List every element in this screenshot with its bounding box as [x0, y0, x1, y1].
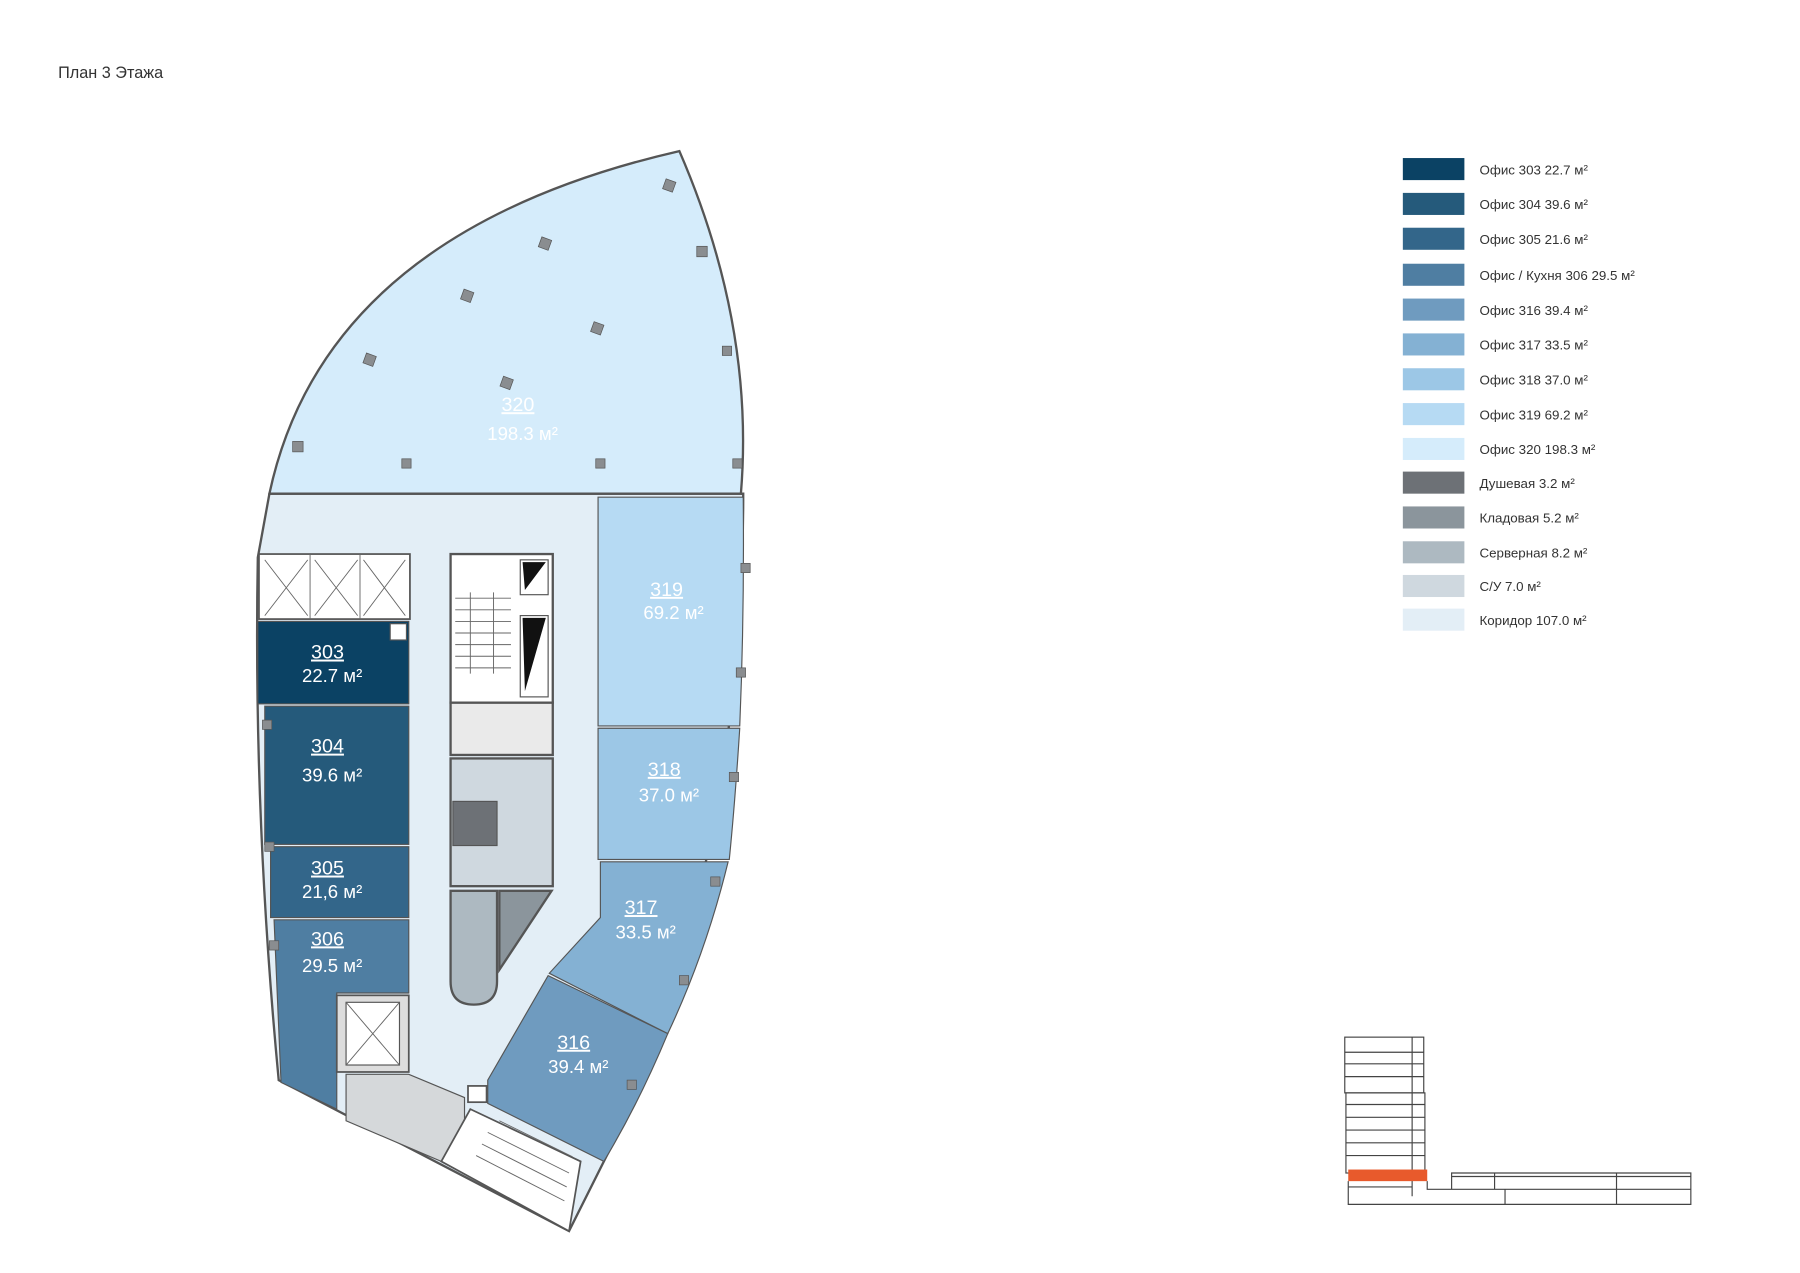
shaft [389, 623, 408, 641]
legend-label: Офис 305 21.6 м² [1479, 232, 1588, 247]
room-318-area: 37.0 м² [639, 784, 699, 805]
legend-swatch [1402, 608, 1465, 631]
legend-label: С/У 7.0 м² [1479, 579, 1541, 594]
server-room [449, 889, 499, 1006]
legend-swatch [1402, 471, 1465, 494]
legend-label: Офис 304 39.6 м² [1479, 197, 1588, 212]
legend-label: Офис 318 37.0 м² [1479, 373, 1588, 388]
room-317-number: 317 [625, 897, 658, 919]
room-319-number: 319 [650, 579, 683, 601]
legend-swatch [1402, 541, 1465, 564]
legend-swatch [1402, 298, 1465, 321]
legend-label: Офис / Кухня 306 29.5 м² [1479, 268, 1635, 283]
legend-swatch [1402, 227, 1465, 250]
room-303-number: 303 [311, 642, 344, 664]
legend-swatch [1402, 263, 1465, 286]
legend-swatch [1402, 437, 1465, 460]
legend-label: Коридор 107.0 м² [1479, 613, 1587, 628]
room-306-number: 306 [311, 928, 344, 950]
columns [262, 178, 751, 1090]
legend-label: Офис 303 22.7 м² [1479, 162, 1588, 177]
room-318-number: 318 [648, 759, 681, 781]
room-305-number: 305 [311, 858, 344, 880]
legend-swatch [1402, 333, 1465, 356]
floor-plan: 320 198.3 м² 319 69.2 м² 318 37.0 м² 317… [255, 149, 751, 1233]
legend-label: Офис 320 198.3 м² [1479, 442, 1595, 457]
key-plan [1344, 1036, 1692, 1205]
room-319-area: 69.2 м² [643, 602, 703, 623]
legend-label: Офис 319 69.2 м² [1479, 407, 1588, 422]
room-316-area: 39.4 м² [548, 1056, 608, 1077]
room-317-area: 33.5 м² [616, 921, 676, 942]
room-316[interactable] [487, 974, 669, 1163]
current-floor-highlight [1348, 1169, 1428, 1182]
room-320[interactable] [267, 149, 745, 495]
room-318[interactable] [597, 727, 741, 861]
legend-label: Серверная 8.2 м² [1479, 546, 1587, 561]
legend-label: Офис 316 39.4 м² [1479, 303, 1588, 318]
room-319[interactable] [597, 496, 745, 727]
storage [498, 889, 554, 974]
room-305-area: 21,6 м² [302, 881, 362, 902]
room-305[interactable] [270, 846, 410, 919]
legend-swatch [1402, 506, 1465, 529]
page-title: План 3 Этажа [58, 64, 164, 82]
elevator-shaft-lower [335, 994, 466, 1163]
room-320-area: 198.3 м² [487, 423, 558, 444]
legend-swatch [1402, 403, 1465, 426]
legend-swatch [1402, 158, 1465, 181]
legend-label: Офис 317 33.5 м² [1479, 338, 1588, 353]
legend-swatch [1402, 574, 1465, 598]
legend-label: Кладовая 5.2 м² [1479, 511, 1579, 526]
room-303[interactable] [257, 620, 410, 705]
room-306[interactable] [273, 919, 410, 1111]
legend-label: Душевая 3.2 м² [1479, 476, 1575, 491]
room-304[interactable] [264, 705, 410, 845]
room-304-area: 39.6 м² [302, 765, 362, 786]
room-320-number: 320 [501, 394, 534, 416]
room-316-number: 316 [557, 1032, 590, 1054]
shower [452, 800, 498, 847]
room-303-area: 22.7 м² [302, 665, 362, 686]
elevator-shafts [258, 553, 411, 620]
room-306-area: 29.5 м² [302, 955, 362, 976]
room-304-number: 304 [311, 736, 344, 758]
legend: Офис 303 22.7 м² Офис 304 39.6 м² Офис 305… [1402, 158, 1635, 631]
legend-swatch [1402, 368, 1465, 391]
lower-stair [440, 1085, 582, 1233]
legend-swatch [1402, 192, 1465, 215]
building-core [449, 552, 554, 1006]
